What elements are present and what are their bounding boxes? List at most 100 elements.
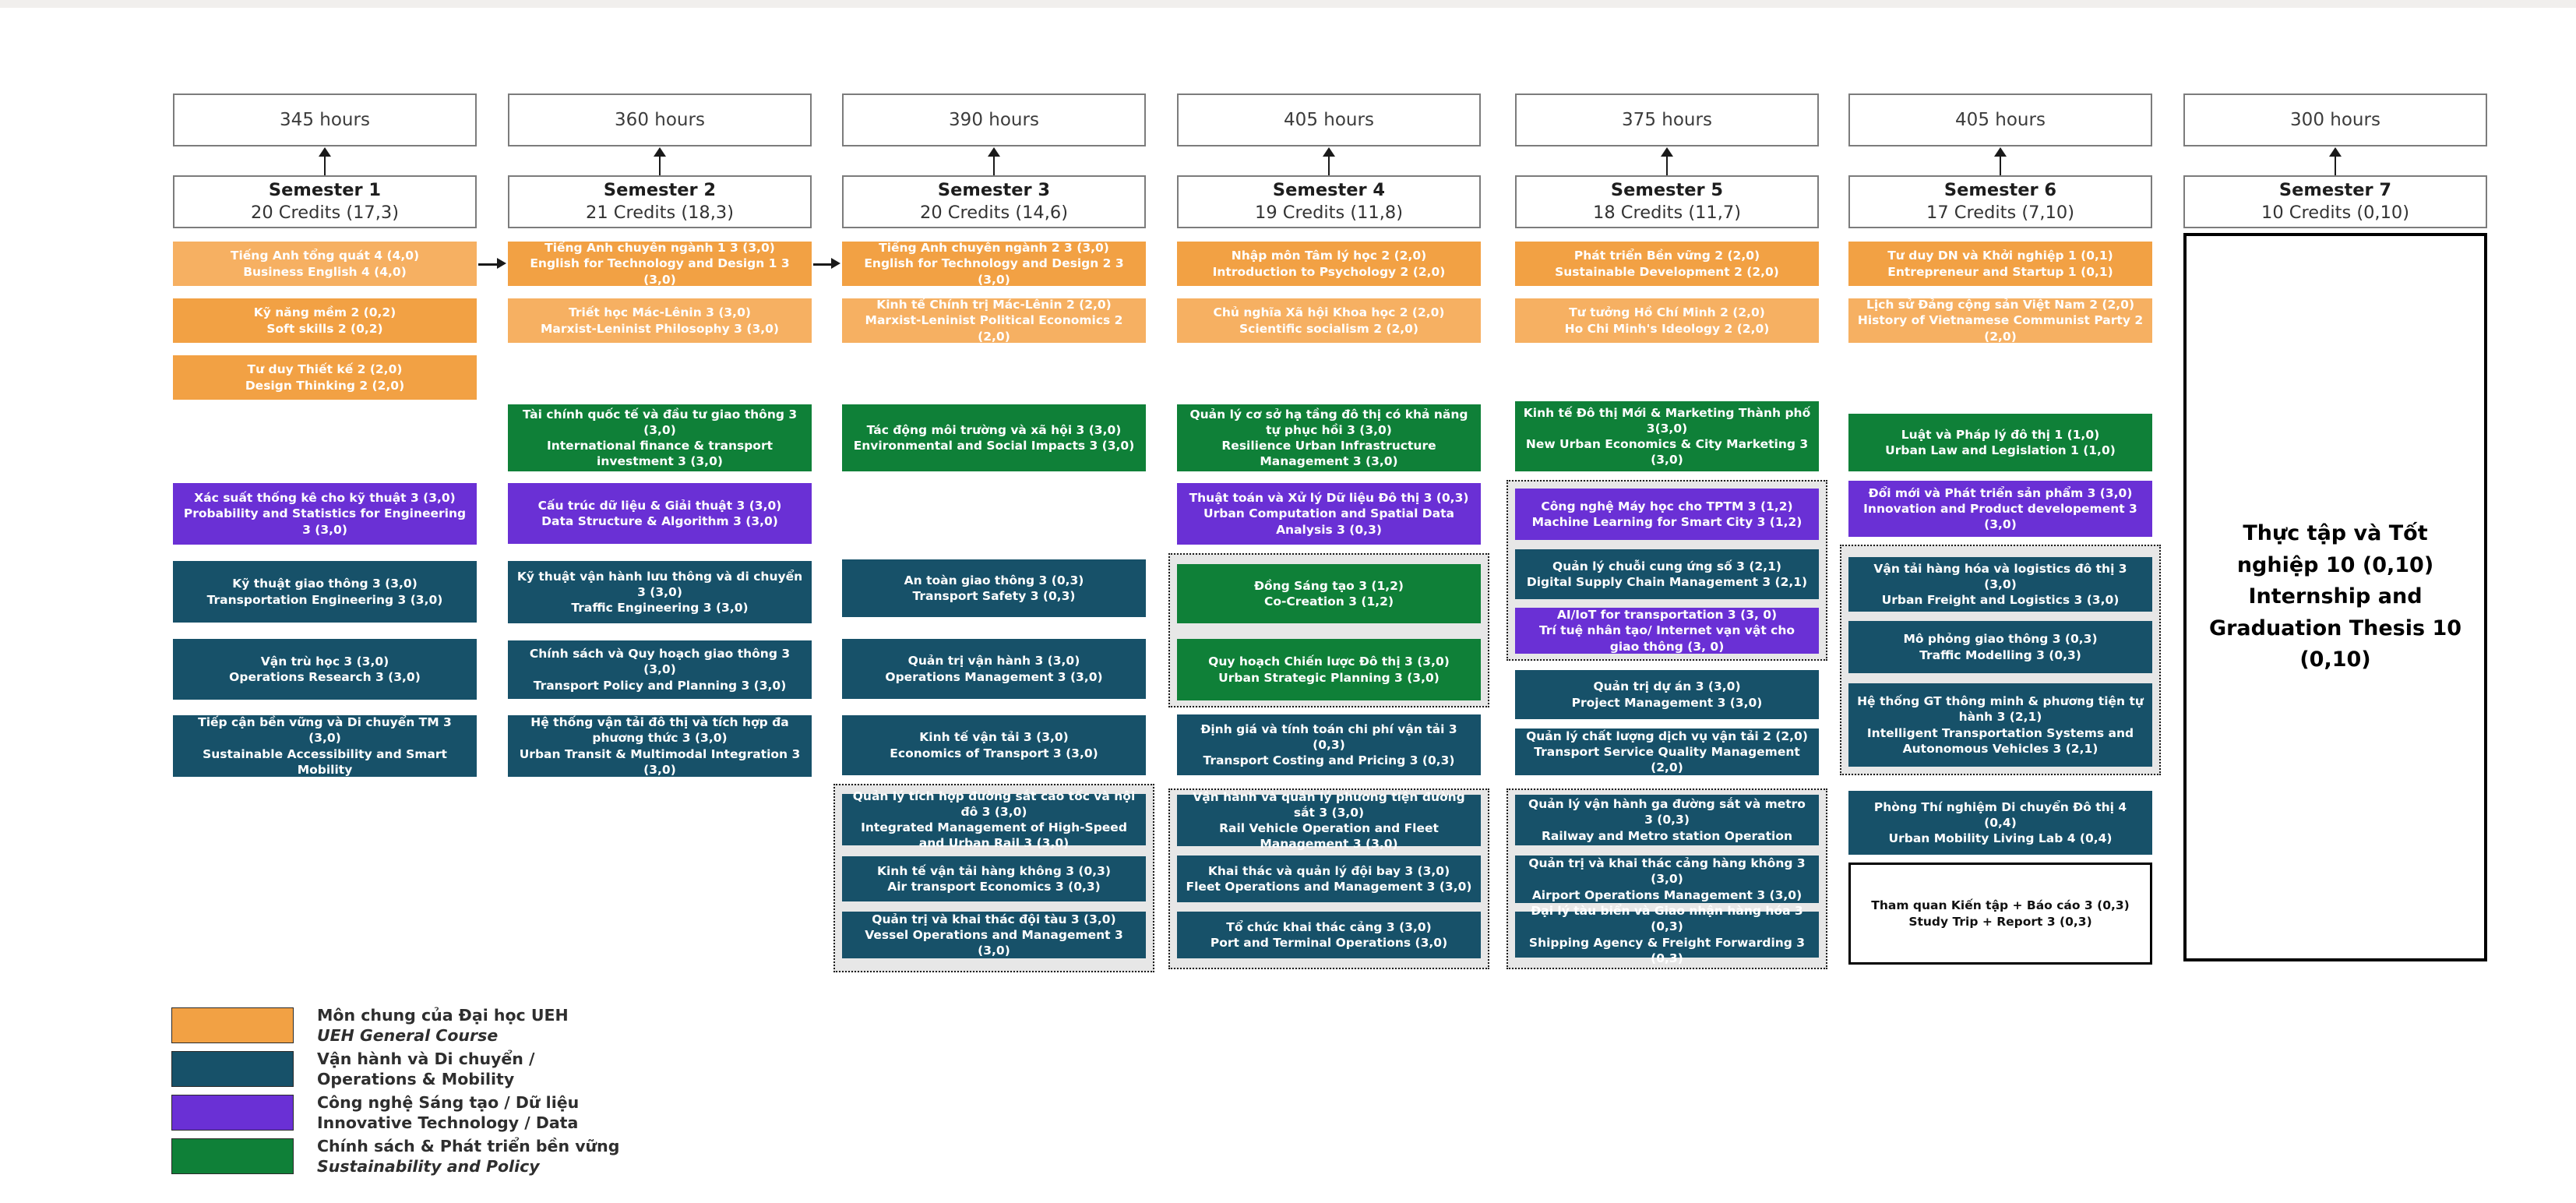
- course-box: Thực tập và Tốt nghiệp 10 (0,10)Internsh…: [2183, 233, 2487, 961]
- course-line-2: Transport Service Quality Management (2,…: [1534, 744, 1800, 775]
- course-line-1: Quản trị dự án 3 (3,0): [1593, 679, 1741, 694]
- course-line-1: Phát triển Bền vững 2 (2,0): [1573, 249, 1760, 263]
- course-line-2: Urban Mobility Living Lab 4 (0,4): [1888, 831, 2113, 846]
- course-line-2: Transport Safety 3 (0,3): [912, 589, 1076, 603]
- course-line-1: Kỹ thuật vận hành lưu thông và di chuyển…: [516, 569, 803, 599]
- course-line-1: Đại lý tàu biển và Giao nhận hàng hóa 3 …: [1531, 904, 1803, 934]
- course-box: Vận hành và quản lý phương tiện đường sắ…: [1177, 790, 1481, 851]
- course-line-1: Tư duy Thiết kế 2 (2,0): [247, 362, 403, 377]
- semester-title: Semester 3: [937, 179, 1051, 200]
- course-line-2: Urban Strategic Planning 3 (3,0): [1218, 670, 1440, 685]
- course-box: Chính sách và Quy hoạch giao thông 3 (3,…: [508, 640, 812, 699]
- semester-credits: 18 Credits (11,7): [1593, 203, 1741, 223]
- course-line-2: Air transport Economics 3 (0,3): [887, 880, 1101, 894]
- semester-credits: 20 Credits (14,6): [920, 203, 1068, 223]
- course-line-2: Transport Costing and Pricing 3 (0,3): [1203, 753, 1455, 768]
- up-arrow-icon: [988, 147, 1000, 175]
- course-line-2: Study Trip + Report 3 (0,3): [1908, 914, 2092, 929]
- course-box: Tác động môi trường và xã hội 3 (3,0)Env…: [842, 404, 1146, 471]
- course-line-1: Phòng Thí nghiệm Di chuyển Đô thị 4 (0,4…: [1873, 799, 2127, 830]
- legend-label: Vận hành và Di chuyển / Operations & Mobi…: [317, 1049, 535, 1089]
- course-line-1: Quản trị vận hành 3 (3,0): [907, 654, 1080, 669]
- course-line-2: Urban Computation and Spatial Data Analy…: [1203, 506, 1454, 537]
- course-line-2: Urban Transit & Multimodal Integration 3…: [519, 746, 801, 777]
- course-line-1: Thuật toán và Xử lý Dữ liệu Đô thị 3 (0,…: [1189, 491, 1469, 506]
- arrow-shaft: [813, 263, 833, 266]
- elective-course-group: Vận tải hàng hóa và logistics đô thị 3 (…: [1840, 545, 2161, 775]
- legend-swatch-purple: [171, 1095, 294, 1131]
- course-line-2: Resilience Urban Infrastructure Manageme…: [1221, 439, 1436, 469]
- semester-title: Semester 7: [2278, 179, 2392, 200]
- legend-swatch-orange: [171, 1007, 294, 1043]
- course-line-1: Lịch sử Đảng cộng sản Việt Nam 2 (2,0): [1866, 298, 2135, 312]
- course-line-1: Công nghệ Máy học cho TPTM 3 (1,2): [1541, 499, 1793, 513]
- course-box: Công nghệ Máy học cho TPTM 3 (1,2) Machin…: [1515, 489, 1819, 540]
- elective-course-group: Quản lý tích hợp đường sắt cao tốc và nộ…: [833, 784, 1154, 972]
- arrow-head: [654, 147, 666, 157]
- course-line-1: Xác suất thống kê cho kỹ thuật 3 (3,0): [194, 491, 456, 506]
- course-line-1: Tổ chức khai thác cảng 3 (3,0): [1226, 919, 1432, 934]
- arrow-shaft: [992, 157, 996, 175]
- course-line-1: Kỹ thuật giao thông 3 (3,0): [232, 577, 418, 591]
- hours-box: 405 hours: [1848, 93, 2152, 146]
- course-box: Kinh tế Chính trị Mác-Lênin 2 (2,0)Marxi…: [842, 298, 1146, 344]
- course-line-1: Hệ thống GT thông minh & phương tiện tự …: [1857, 694, 2144, 725]
- course-line-2: Transportation Engineering 3 (3,0): [206, 592, 443, 607]
- course-line-1: Vận tải hàng hóa và logistics đô thị 3 (…: [1873, 561, 2127, 591]
- course-line-2: Project Management 3 (3,0): [1571, 695, 1763, 710]
- course-box: Định giá và tính toán chi phí vận tải 3 …: [1177, 714, 1481, 775]
- course-line-2: Traffic Engineering 3 (3,0): [571, 601, 749, 616]
- course-box: Nhập môn Tâm lý học 2 (2,0)Introduction …: [1177, 242, 1481, 286]
- course-box: An toàn giao thông 3 (0,3)Transport Safe…: [842, 559, 1146, 617]
- course-line-1: Khai thác và quản lý đội bay 3 (3,0): [1207, 863, 1450, 878]
- course-box: Triết học Mác-Lênin 3 (3,0)Marxist-Lenin…: [508, 298, 812, 343]
- course-line-1: Đổi mới và Phát triển sản phẩm 3 (3,0): [1868, 485, 2133, 500]
- course-box: Quản trị dự án 3 (3,0)Project Management…: [1515, 670, 1819, 719]
- legend-label-line-1: Công nghệ Sáng tạo / Dữ liệu: [317, 1093, 580, 1112]
- semester-title: Semester 4: [1272, 179, 1386, 200]
- legend-label-line-1: Môn chung của Đại học UEH: [317, 1006, 569, 1025]
- course-line-1: Tác động môi trường và xã hội 3 (3,0): [866, 422, 1122, 437]
- course-line-2: Scientific socialism 2 (2,0): [1239, 321, 1419, 336]
- course-line-1: Thực tập và Tốt nghiệp 10 (0,10): [2236, 521, 2434, 577]
- course-line-1: Quản lý chất lượng dịch vụ vận tải 2 (2,…: [1526, 729, 1808, 743]
- elective-course-group: Đồng Sáng tạo 3 (1,2)Co-Creation 3 (1,2)…: [1168, 553, 1489, 707]
- course-line-2: Machine Learning for Smart City 3 (1,2): [1531, 515, 1802, 529]
- course-line-2: Trí tuệ nhân tạo/ Internet vạn vật cho g…: [1538, 623, 1795, 654]
- course-box: Kinh tế vận tải hàng không 3 (0,3)Air tr…: [842, 856, 1146, 901]
- course-box: Tiếng Anh chuyên ngành 1 3 (3,0)English …: [508, 241, 812, 287]
- course-box: Quản lý chuỗi cung ứng số 3 (2,1)Digital…: [1515, 549, 1819, 599]
- course-line-1: Tiếng Anh tổng quát 4 (4,0): [230, 249, 420, 263]
- course-line-2: Intelligent Transportation Systems and A…: [1866, 725, 2134, 756]
- course-line-1: Quản lý tích hợp đường sắt cao tốc và nộ…: [852, 788, 1136, 819]
- course-box: Luật và Pháp lý đô thị 1 (1,0)Urban Law …: [1848, 414, 2152, 471]
- course-line-2: History of Vietnamese Communist Party 2 …: [1857, 313, 2144, 344]
- legend-label-line-2: Sustainability and Policy: [317, 1157, 540, 1177]
- course-line-2: Urban Freight and Logistics 3 (3,0): [1881, 593, 2120, 608]
- arrow-shaft: [2334, 157, 2337, 175]
- course-box: Thuật toán và Xử lý Dữ liệu Đô thị 3 (0,…: [1177, 483, 1481, 545]
- course-line-2: Operations Management 3 (3,0): [885, 669, 1103, 684]
- course-line-2: Traffic Modelling 3 (0,3): [1919, 647, 2081, 662]
- hours-box: 360 hours: [508, 93, 812, 146]
- course-line-1: Kỹ năng mềm 2 (0,2): [253, 305, 396, 320]
- course-line-1: Quản trị và khai thác đội tàu 3 (3,0): [872, 912, 1116, 926]
- course-box: Tiếng Anh chuyên ngành 2 3 (3,0)English …: [842, 241, 1146, 287]
- course-line-1: Quản lý chuỗi cung ứng số 3 (2,1): [1552, 559, 1781, 573]
- legend-label-line-1: Chính sách & Phát triển bền vững: [317, 1137, 620, 1155]
- semester-title: Semester 6: [1943, 179, 2057, 200]
- course-box: Hệ thống GT thông minh & phương tiện tự …: [1848, 683, 2152, 767]
- up-arrow-icon: [1661, 147, 1673, 175]
- course-line-1: Quy hoạch Chiến lược Đô thị 3 (3,0): [1208, 654, 1450, 669]
- course-line-2: Entrepreneur and Startup 1 (0,1): [1887, 264, 2113, 279]
- legend-label-line-2: Operations & Mobility: [317, 1070, 515, 1089]
- hours-box: 345 hours: [173, 93, 477, 146]
- legend-label-line-1: Vận hành và Di chuyển /: [317, 1050, 535, 1068]
